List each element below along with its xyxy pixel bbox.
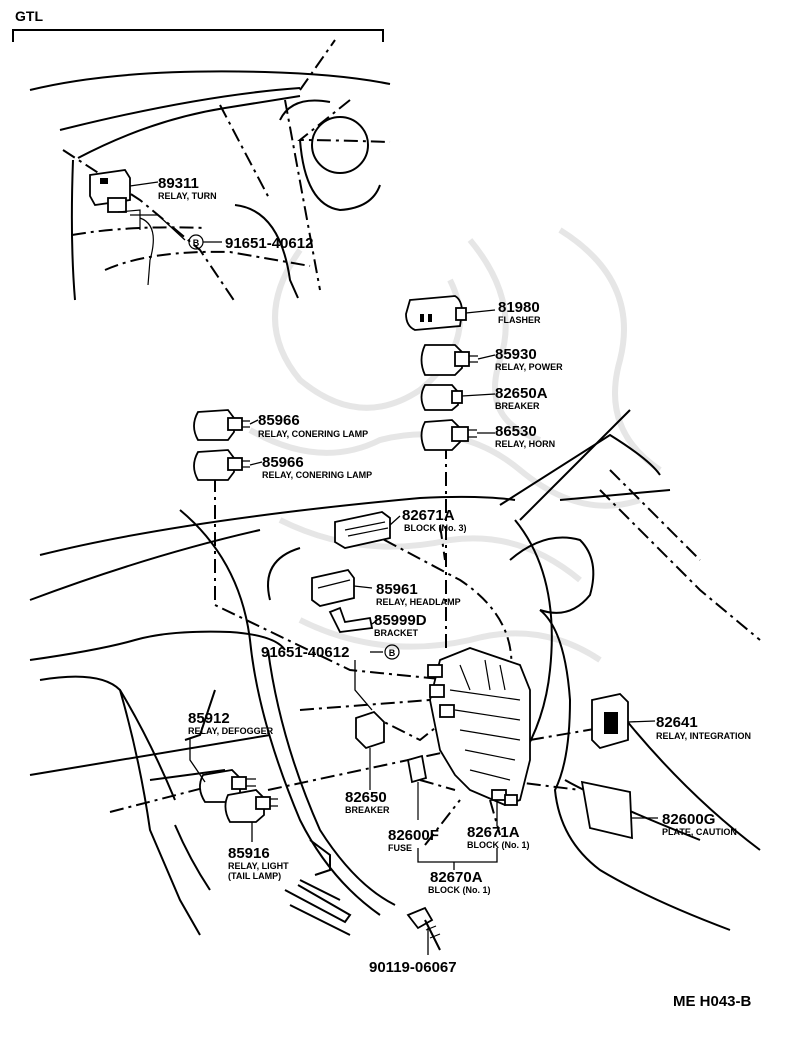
fuse-part	[406, 754, 428, 820]
svg-text:82671A: 82671A	[402, 507, 455, 524]
svg-text:RELAY, HORN: RELAY, HORN	[495, 439, 555, 449]
svg-text:91651-40612: 91651-40612	[261, 644, 349, 661]
svg-text:82671A: 82671A	[467, 824, 520, 841]
callout-85961: 85961 RELAY, HEADLAMP	[376, 581, 461, 607]
bolt-part	[406, 906, 441, 951]
bracket-part	[328, 606, 374, 633]
callout-82671A-block3: 82671A BLOCK (No. 3)	[402, 507, 467, 533]
svg-text:B: B	[389, 648, 396, 658]
svg-text:RELAY, CONERING LAMP: RELAY, CONERING LAMP	[262, 470, 372, 480]
svg-text:BREAKER: BREAKER	[345, 805, 390, 815]
svg-text:82670A: 82670A	[430, 869, 483, 886]
svg-text:BRACKET: BRACKET	[374, 628, 419, 638]
svg-text:85966: 85966	[258, 412, 300, 429]
svg-text:82641: 82641	[656, 714, 698, 731]
relay-cornering-lamp-part-1	[193, 409, 250, 441]
block-no3-part	[334, 511, 391, 549]
relay-turn-part	[89, 169, 154, 286]
svg-text:82650: 82650	[345, 789, 387, 806]
svg-text:FLASHER: FLASHER	[498, 315, 541, 325]
svg-text:91651-40612: 91651-40612	[225, 235, 313, 252]
callout-89311: 89311 RELAY, TURN	[158, 175, 217, 201]
svg-text:RELAY, LIGHT: RELAY, LIGHT	[228, 861, 289, 871]
callout-90119-06067: 90119-06067	[369, 959, 457, 976]
caution-plate-part	[580, 780, 633, 840]
svg-text:RELAY, INTEGRATION: RELAY, INTEGRATION	[656, 731, 751, 741]
relay-horn-part	[420, 419, 477, 451]
svg-text:85999D: 85999D	[374, 612, 427, 629]
svg-text:RELAY, TURN: RELAY, TURN	[158, 191, 217, 201]
gtl-inset: GTL	[12, 8, 391, 303]
svg-text:86530: 86530	[495, 423, 537, 440]
callout-82600F: 82600F FUSE	[388, 827, 439, 853]
svg-text:BLOCK (No. 1): BLOCK (No. 1)	[467, 840, 530, 850]
svg-text:81980: 81980	[498, 299, 540, 316]
svg-text:89311: 89311	[158, 175, 199, 192]
callout-86530: 86530 RELAY, HORN	[495, 423, 555, 449]
callout-85966-2: 85966 RELAY, CONERING LAMP	[262, 454, 372, 480]
svg-text:RELAY, HEADLAMP: RELAY, HEADLAMP	[376, 597, 461, 607]
callout-85916: 85916 RELAY, LIGHT (TAIL LAMP)	[228, 845, 289, 881]
svg-text:(TAIL LAMP): (TAIL LAMP)	[228, 871, 281, 881]
svg-text:82600F: 82600F	[388, 827, 439, 844]
callout-82650A: 82650A BREAKER	[495, 385, 548, 411]
svg-text:FUSE: FUSE	[388, 843, 412, 853]
callout-85912: 85912 RELAY, DEFOGGER	[188, 710, 274, 736]
svg-text:RELAY, POWER: RELAY, POWER	[495, 362, 563, 372]
marker-b-1: B	[188, 234, 204, 250]
breaker-82650-part	[355, 710, 385, 790]
svg-text:85930: 85930	[495, 346, 537, 363]
flasher-part	[405, 295, 467, 331]
svg-text:RELAY, DEFOGGER: RELAY, DEFOGGER	[188, 726, 274, 736]
svg-text:85966: 85966	[262, 454, 304, 471]
callout-82670A: 82670A BLOCK (No. 1)	[428, 869, 491, 895]
svg-text:BLOCK (No. 3): BLOCK (No. 3)	[404, 523, 467, 533]
relay-cornering-lamp-part-2	[193, 449, 250, 481]
diagram-code: ME H043-B	[673, 993, 752, 1010]
svg-text:BLOCK (No. 1): BLOCK (No. 1)	[428, 885, 491, 895]
dashboard-outline	[29, 409, 761, 936]
callout-82650: 82650 BREAKER	[345, 789, 390, 815]
callout-85999D: 85999D BRACKET	[374, 612, 427, 638]
svg-text:85961: 85961	[376, 581, 418, 598]
callout-85930: 85930 RELAY, POWER	[495, 346, 563, 372]
svg-text:85916: 85916	[228, 845, 270, 862]
callout-85966-1: 85966 RELAY, CONERING LAMP	[258, 412, 368, 439]
svg-text:85912: 85912	[188, 710, 230, 727]
callout-91651-40612-top: 91651-40612	[203, 235, 313, 252]
junction-block-part	[427, 647, 531, 806]
leader-lines	[189, 309, 658, 955]
watermark-logo	[248, 227, 662, 663]
callout-82641: 82641 RELAY, INTEGRATION	[656, 714, 751, 741]
svg-text:82600G: 82600G	[662, 811, 715, 828]
svg-text:B: B	[193, 238, 200, 248]
marker-b-2: B	[384, 644, 400, 660]
relay-tail-lamp-part	[224, 789, 278, 823]
callout-82671A-block1: 82671A BLOCK (No. 1)	[467, 824, 530, 850]
svg-text:RELAY, CONERING LAMP: RELAY, CONERING LAMP	[258, 429, 368, 439]
section-label: GTL	[15, 8, 43, 24]
svg-text:PLATE, CAUTION: PLATE, CAUTION	[662, 827, 737, 837]
relay-headlamp-part	[311, 568, 355, 607]
svg-text:82650A: 82650A	[495, 385, 548, 402]
relay-integration-part	[591, 693, 629, 750]
svg-text:90119-06067: 90119-06067	[369, 959, 457, 976]
relay-power-part	[420, 344, 478, 376]
callout-91651-40612-main: 91651-40612	[261, 644, 349, 661]
breaker-part	[420, 384, 463, 411]
callout-81980: 81980 FLASHER	[498, 299, 541, 325]
callout-82600G: 82600G PLATE, CAUTION	[662, 811, 737, 837]
guide-lines	[109, 445, 601, 846]
svg-text:BREAKER: BREAKER	[495, 401, 540, 411]
